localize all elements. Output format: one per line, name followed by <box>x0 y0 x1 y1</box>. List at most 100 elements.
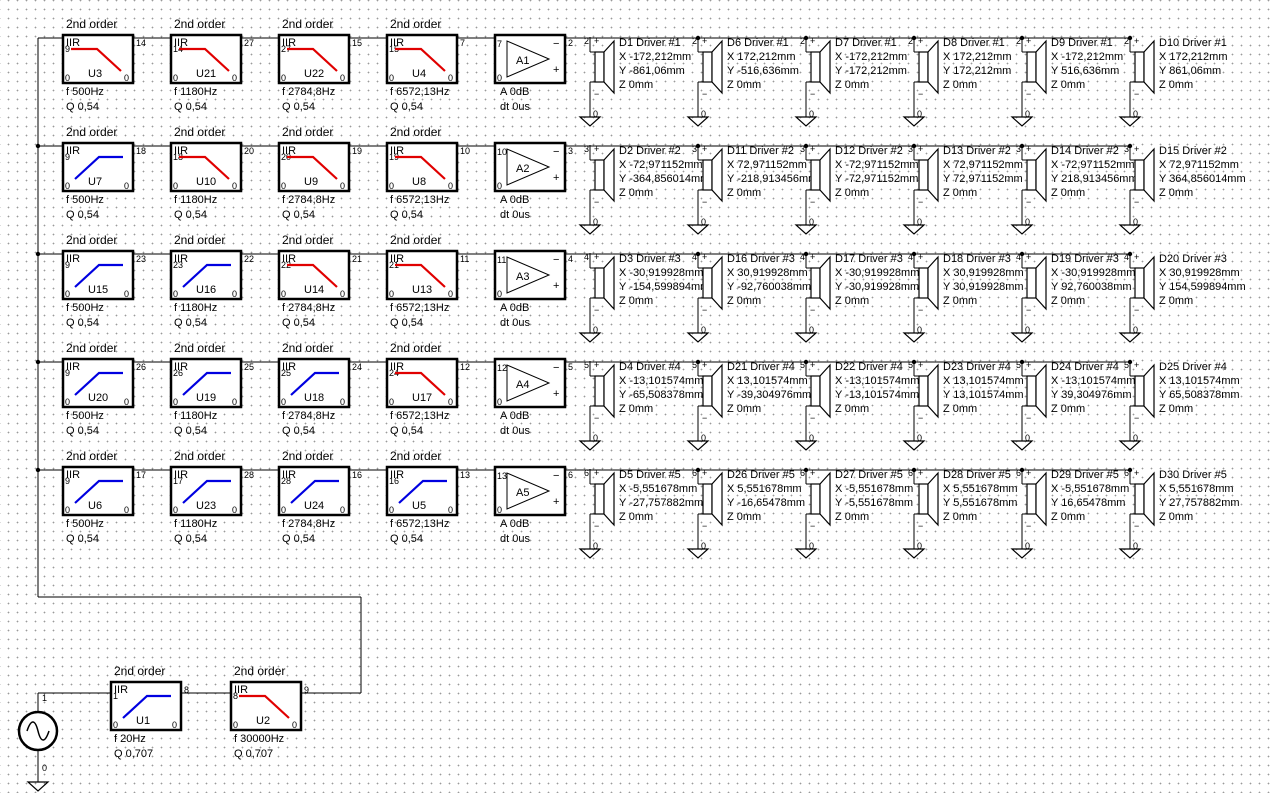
filter-box[interactable] <box>109 680 183 732</box>
driver-plus-sign: + <box>918 144 923 154</box>
filter-box[interactable] <box>169 357 243 409</box>
filter-box[interactable] <box>277 141 351 193</box>
filter-box[interactable] <box>385 357 459 409</box>
filter-box[interactable] <box>61 249 135 301</box>
driver-ground-node: 0 <box>593 109 598 119</box>
filter-box[interactable] <box>169 249 243 301</box>
filter-box[interactable] <box>61 141 135 193</box>
filter-frequency: f 6572,13Hz <box>390 410 449 422</box>
filter-ground-node: 0 <box>173 397 178 407</box>
filter-ground-node: 0 <box>65 505 70 515</box>
filter-box[interactable] <box>61 357 135 409</box>
filter-box[interactable] <box>169 465 243 517</box>
filter-box[interactable] <box>61 33 135 85</box>
filter-box[interactable] <box>61 465 135 517</box>
filter-box[interactable] <box>385 141 459 193</box>
signal-source[interactable]: 10 <box>17 692 111 792</box>
filter-box[interactable] <box>277 33 351 85</box>
filter-box[interactable] <box>385 249 459 301</box>
ground-symbol <box>794 215 818 235</box>
filter-box[interactable] <box>385 465 459 517</box>
filter-ground-node: 0 <box>113 720 118 730</box>
filter-box[interactable] <box>169 33 243 85</box>
driver-y-position: Y 218,913456mm <box>1051 173 1138 185</box>
driver-z-position: Z 0mm <box>1051 295 1085 307</box>
filter-id-label: U18 <box>304 392 324 404</box>
filter-box[interactable] <box>277 357 351 409</box>
source-ground-node: 0 <box>42 763 47 773</box>
filter-box[interactable] <box>277 249 351 301</box>
filter-box[interactable] <box>169 141 243 193</box>
lowpass-curve-icon <box>179 155 230 180</box>
filter-out-node: 27 <box>244 38 254 48</box>
filter-iir-label: IIR <box>114 684 128 696</box>
driver-plus-sign: + <box>810 144 815 154</box>
filter-box[interactable] <box>229 680 303 732</box>
lowpass-curve-icon <box>287 263 338 288</box>
filter-iir-label: IIR <box>282 145 296 157</box>
filter-box[interactable] <box>277 465 351 517</box>
driver-node: 6 <box>692 468 697 478</box>
filter-box[interactable] <box>385 33 459 85</box>
